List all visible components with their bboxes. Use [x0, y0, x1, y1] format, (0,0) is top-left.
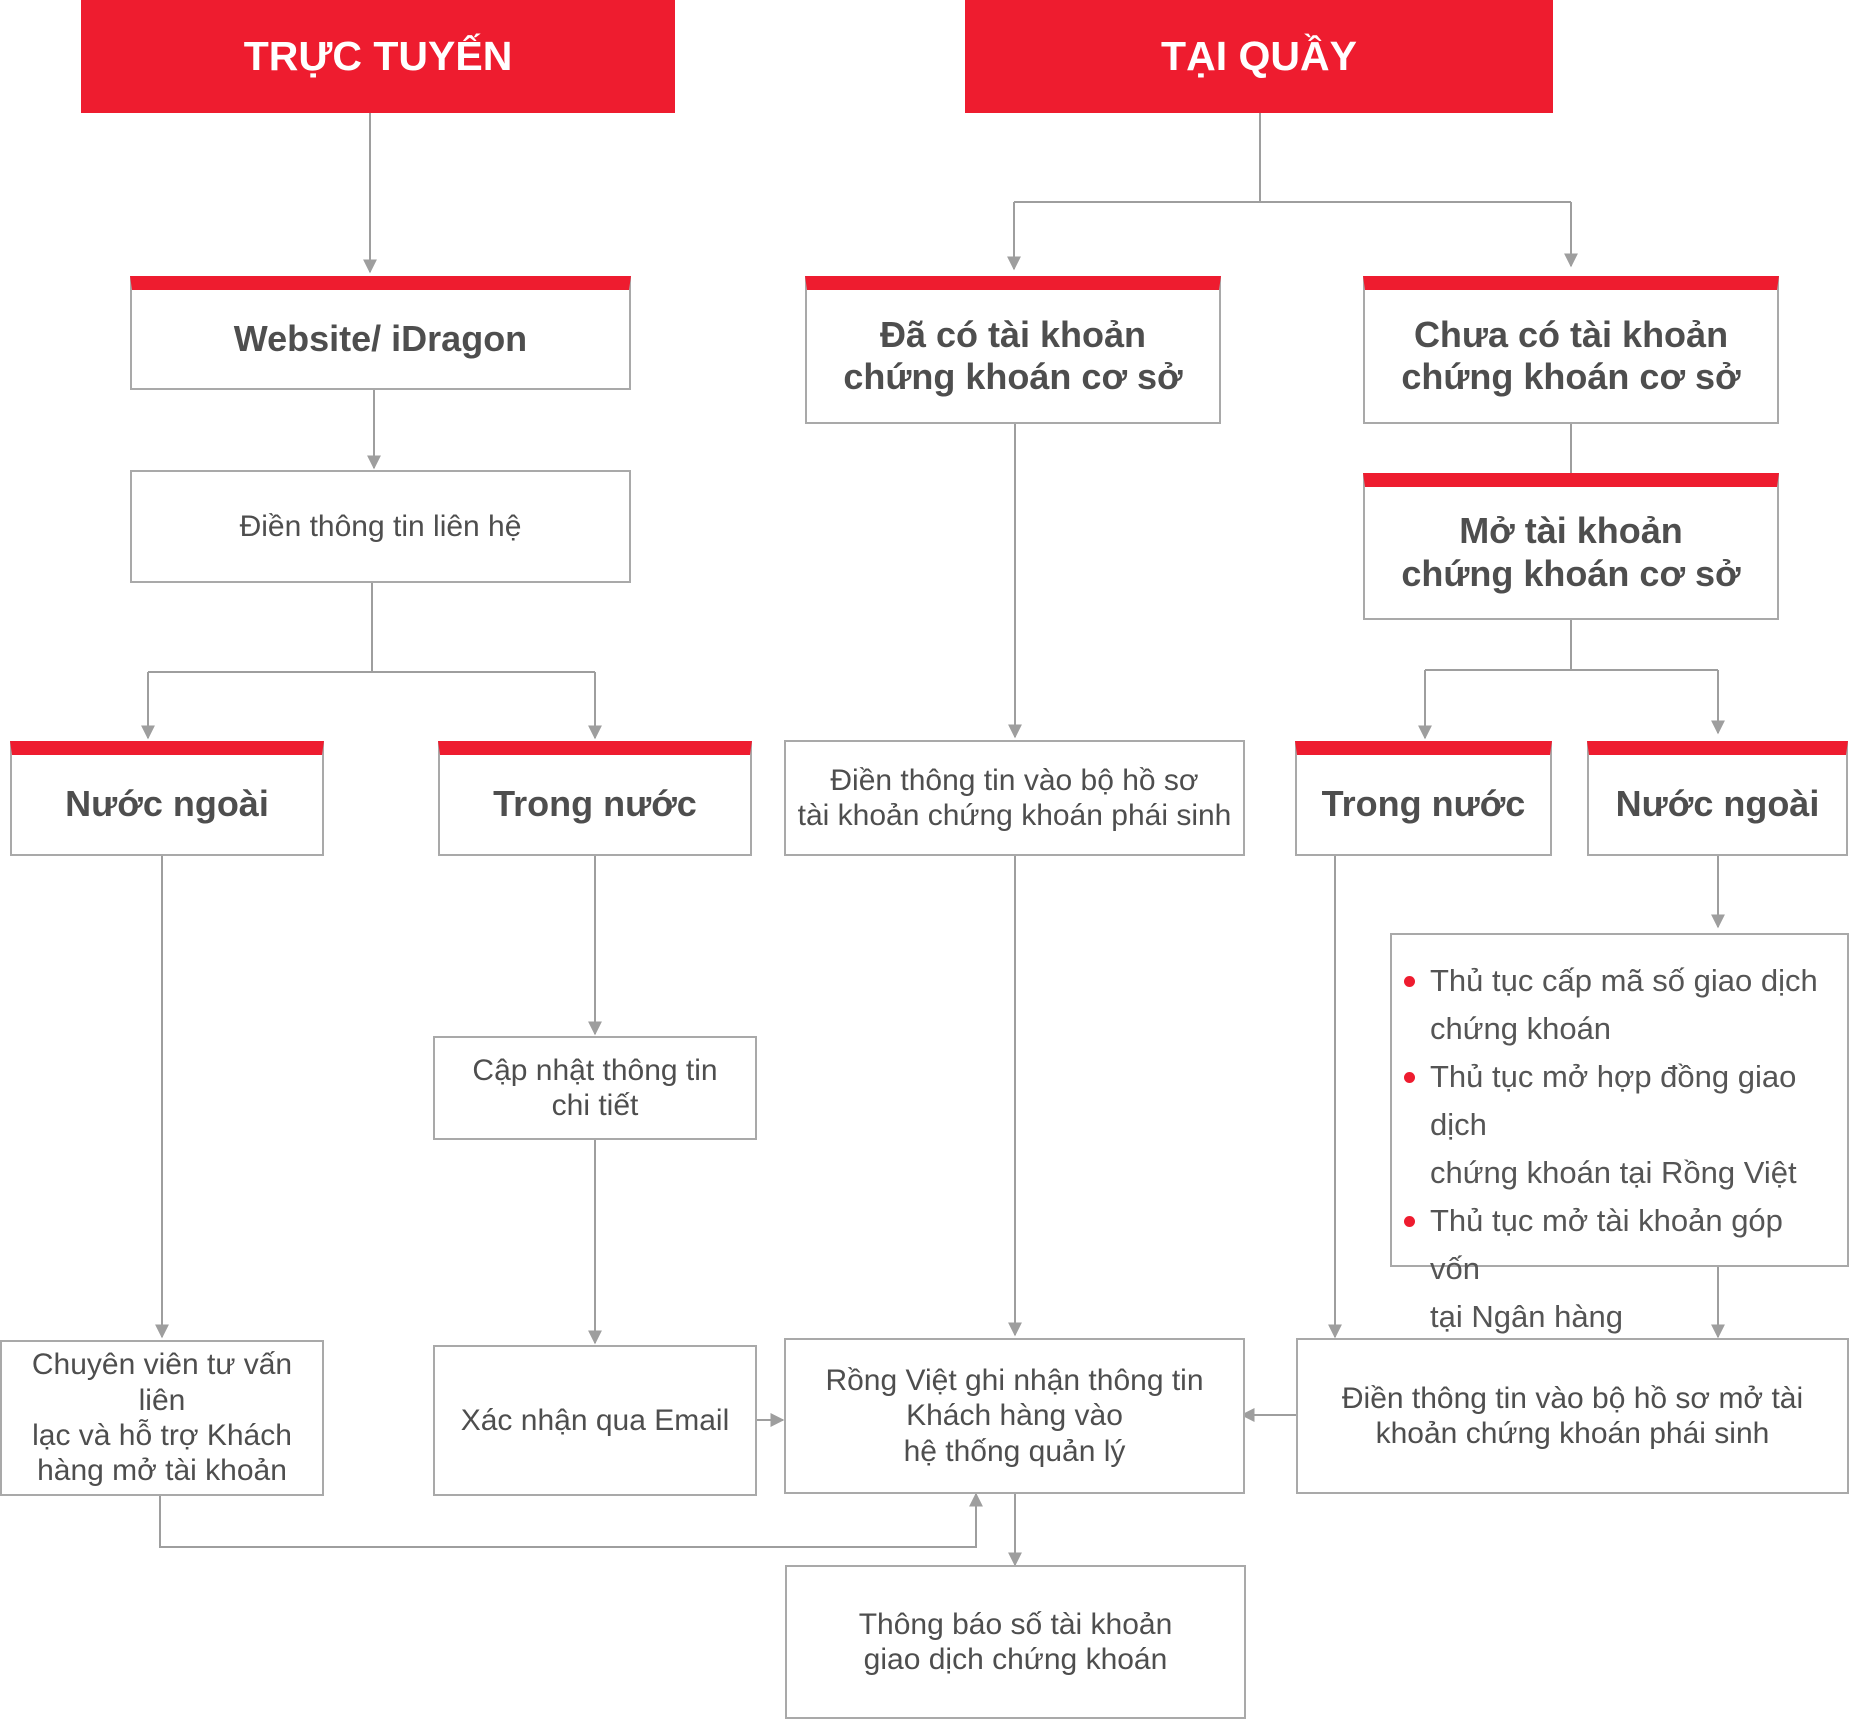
procedure-item: Thủ tục mở tài khoản góp vốn tại Ngân hà… — [1404, 1197, 1837, 1341]
header-counter: TẠI QUẦY — [965, 0, 1553, 113]
header-online: TRỰC TUYẾN — [81, 0, 675, 113]
bullet-icon — [1404, 1216, 1415, 1227]
node-update-details: Cập nhật thông tin chi tiết — [433, 1036, 757, 1140]
node-rongviet-record: Rồng Việt ghi nhận thông tin Khách hàng … — [784, 1338, 1245, 1494]
node-fill-derivative-profile: Điền thông tin vào bộ hồ sơ tài khoản ch… — [784, 740, 1245, 856]
node-no-account: Chưa có tài khoản chứng khoán cơ sở — [1363, 276, 1779, 424]
node-domestic-right: Trong nước — [1295, 741, 1552, 856]
node-open-account: Mở tài khoản chứng khoán cơ sở — [1363, 473, 1779, 620]
bullet-icon — [1404, 976, 1415, 987]
node-foreign-left: Nước ngoài — [10, 741, 324, 856]
node-has-account: Đã có tài khoản chứng khoán cơ sở — [805, 276, 1221, 424]
node-fill-open-derivative: Điền thông tin vào bộ hồ sơ mở tài khoản… — [1296, 1338, 1849, 1494]
node-website: Website/ iDragon — [130, 276, 631, 390]
node-confirm-email: Xác nhận qua Email — [433, 1345, 757, 1496]
node-foreign-right: Nước ngoài — [1587, 741, 1848, 856]
node-advisor-support: Chuyên viên tư vấn liên lạc và hỗ trợ Kh… — [0, 1340, 324, 1496]
node-fill-contact: Điền thông tin liên hệ — [130, 470, 631, 583]
procedure-item: Thủ tục cấp mã số giao dịch chứng khoán — [1404, 957, 1837, 1053]
bullet-icon — [1404, 1072, 1415, 1083]
connector — [159, 1492, 983, 1548]
node-domestic-left: Trong nước — [438, 741, 752, 856]
procedure-item: Thủ tục mở hợp đồng giao dịch chứng khoá… — [1404, 1053, 1837, 1197]
node-notify-account: Thông báo số tài khoản giao dịch chứng k… — [785, 1565, 1246, 1719]
procedure-list: Thủ tục cấp mã số giao dịch chứng khoán … — [1390, 933, 1849, 1334]
